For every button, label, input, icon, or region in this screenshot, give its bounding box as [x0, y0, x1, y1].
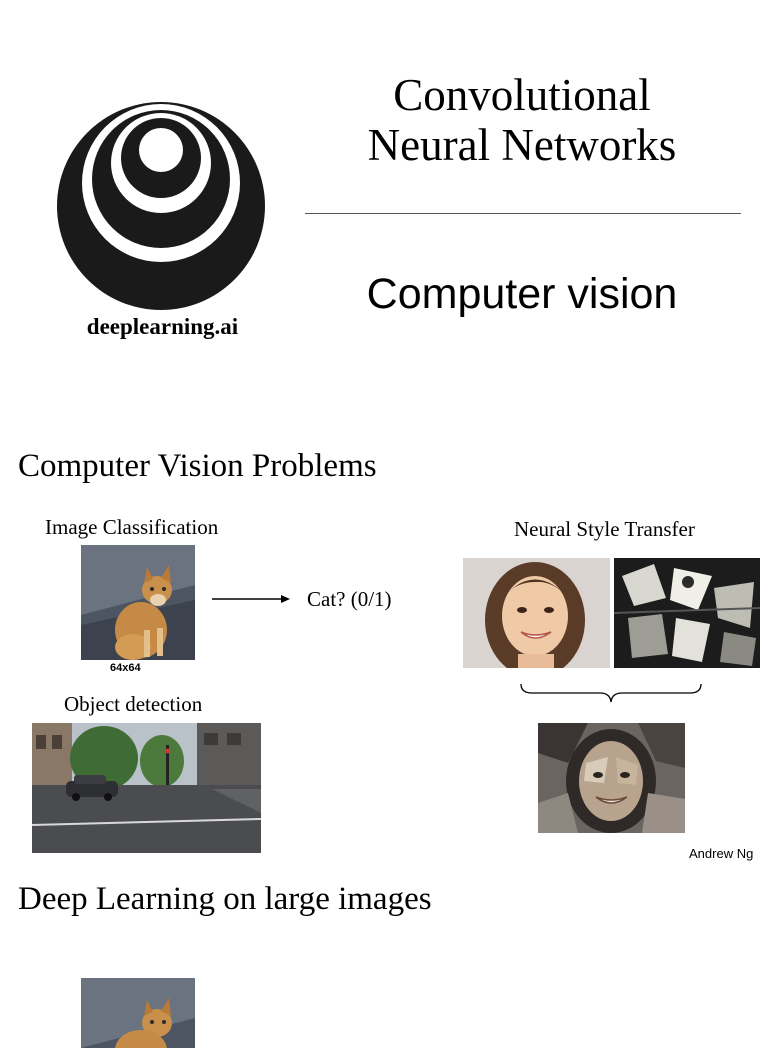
title-divider: [305, 213, 741, 214]
right-arrow-icon: [212, 595, 290, 603]
style-painting-image: [614, 558, 760, 668]
street-scene-image: [32, 723, 261, 853]
deck-title-line-2: Neural Networks: [367, 120, 677, 170]
author-credit: Andrew Ng: [689, 846, 754, 861]
slide-heading: Deep Learning on large images: [18, 881, 432, 917]
cat-image: [81, 545, 195, 660]
deck-title-line-1: Convolutional: [393, 70, 651, 120]
classification-output: Cat? (0/1): [307, 587, 392, 611]
stylized-output-image: [538, 723, 685, 833]
image-classification-label: Image Classification: [45, 515, 219, 539]
deeplearning-logo-icon: [57, 102, 265, 310]
brand-name: deeplearning.ai: [86, 314, 239, 339]
lecture-subtitle: Computer vision: [366, 270, 678, 318]
object-detection-label: Object detection: [64, 692, 203, 716]
image-size-label: 64x64: [110, 662, 141, 674]
curly-brace-icon: [520, 683, 702, 703]
deck-title: Convolutional Neural Networks: [320, 70, 724, 170]
content-face-image: [463, 558, 610, 668]
cat-image: [81, 978, 195, 1048]
neural-style-transfer-label: Neural Style Transfer: [514, 517, 695, 541]
slide-heading: Computer Vision Problems: [18, 448, 377, 484]
